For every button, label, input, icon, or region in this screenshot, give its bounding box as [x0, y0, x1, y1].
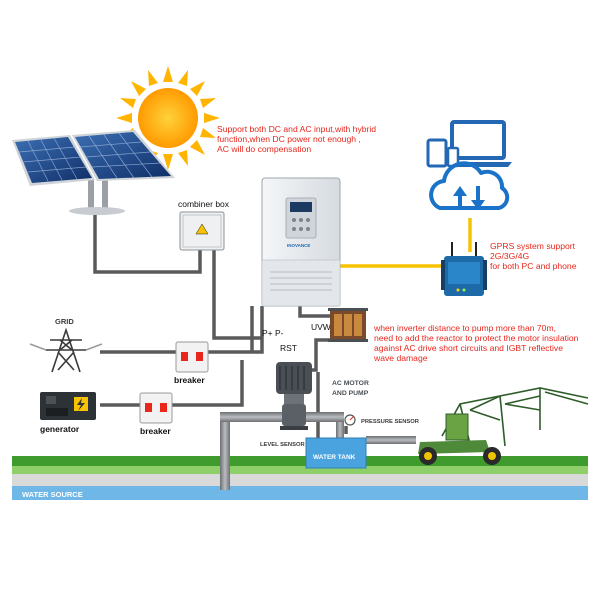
reactor-icon — [328, 308, 368, 342]
breaker-icon-bottom: breaker — [139, 392, 173, 436]
outlet-pipe — [366, 436, 416, 444]
tank-inlet-pipe — [336, 422, 344, 438]
hybrid-note-line-2: function,when DC power not enough , — [217, 134, 361, 144]
warning-icon — [195, 223, 209, 235]
pressure-sensor-label: PRESSURE SENSOR — [361, 419, 420, 425]
signal-wiring — [340, 218, 472, 268]
water-tank: WATER TANK — [305, 437, 367, 469]
reactor-note-line-4: wave damage — [373, 353, 428, 363]
solar-panel-icon — [12, 130, 175, 215]
hybrid-note-line-1: Support both DC and AC input,with hybrid — [217, 124, 376, 134]
terminal-dc-label: P+ P- — [262, 328, 284, 338]
cloud-sync-icon — [429, 161, 510, 210]
ground: WATER SOURCE — [12, 456, 588, 500]
motor-pump-label-line-1: AC MOTOR — [332, 380, 369, 387]
combiner-box: combiner box — [178, 199, 230, 251]
grass-highlight — [12, 466, 588, 474]
combiner-box-label: combiner box — [178, 199, 230, 209]
dc-wire-combiner — [212, 250, 262, 340]
motor-pump-icon — [276, 362, 312, 430]
hybrid-note-line-3: AC will do compensation — [217, 144, 311, 154]
grid-label: GRID — [55, 317, 74, 326]
inverter-brand: INOVANCE — [287, 243, 310, 248]
breaker-bottom-label: breaker — [140, 426, 171, 436]
generator-wire-2 — [172, 360, 244, 407]
generator-icon: generator — [40, 392, 96, 434]
gprs-note-line-1: GPRS system support — [490, 241, 576, 251]
reactor-annotation: when inverter distance to pump more than… — [373, 323, 579, 363]
water-tank-label: WATER TANK — [313, 454, 356, 461]
terminal-ac-label: RST — [280, 343, 297, 353]
soil-strip — [12, 474, 588, 488]
level-sensor-label: LEVEL SENSOR — [260, 442, 305, 448]
uvw-wire — [298, 305, 330, 318]
reactor-note-line-3: against AC drive short circuits and IGBT… — [374, 343, 563, 353]
wiring — [93, 210, 346, 440]
inverter-display — [290, 202, 312, 212]
hybrid-annotation: Support both DC and AC input,with hybrid… — [217, 124, 376, 154]
breaker-icon-top: breaker — [174, 341, 209, 385]
pivot-irrigation-icon — [418, 387, 589, 465]
suction-pipe — [220, 412, 290, 422]
gprs-note-line-3: for both PC and phone — [490, 261, 577, 271]
reactor-note-line-2: need to add the reactor to protect the m… — [374, 333, 579, 343]
generator-label: generator — [40, 424, 80, 434]
motor-pump-label-line-2: AND PUMP — [332, 390, 369, 397]
water-source-label: WATER SOURCE — [22, 490, 83, 499]
gprs-annotation: GPRS system support 2G/3G/4G for both PC… — [490, 241, 577, 271]
transmission-tower-icon: GRID — [29, 317, 103, 373]
terminal-out-label: UVW — [311, 322, 331, 332]
solar-pump-inverter: INOVANCE — [261, 177, 341, 307]
gprs-router-icon — [441, 242, 487, 296]
discharge-pipe — [300, 412, 344, 422]
water-pipes — [220, 412, 416, 490]
dc-wire-panel — [93, 210, 202, 274]
rst-wire — [208, 306, 264, 354]
water-source-band — [12, 486, 588, 500]
pressure-gauge-icon — [344, 414, 356, 426]
intake-pipe — [220, 412, 230, 490]
reactor-note-line-1: when inverter distance to pump more than… — [373, 323, 556, 333]
gprs-note-line-2: 2G/3G/4G — [490, 251, 529, 261]
tablet-icon — [426, 138, 448, 168]
client-devices — [426, 120, 512, 168]
breaker-top-label: breaker — [174, 375, 205, 385]
motor-pump-label: AC MOTOR AND PUMP — [332, 380, 369, 397]
